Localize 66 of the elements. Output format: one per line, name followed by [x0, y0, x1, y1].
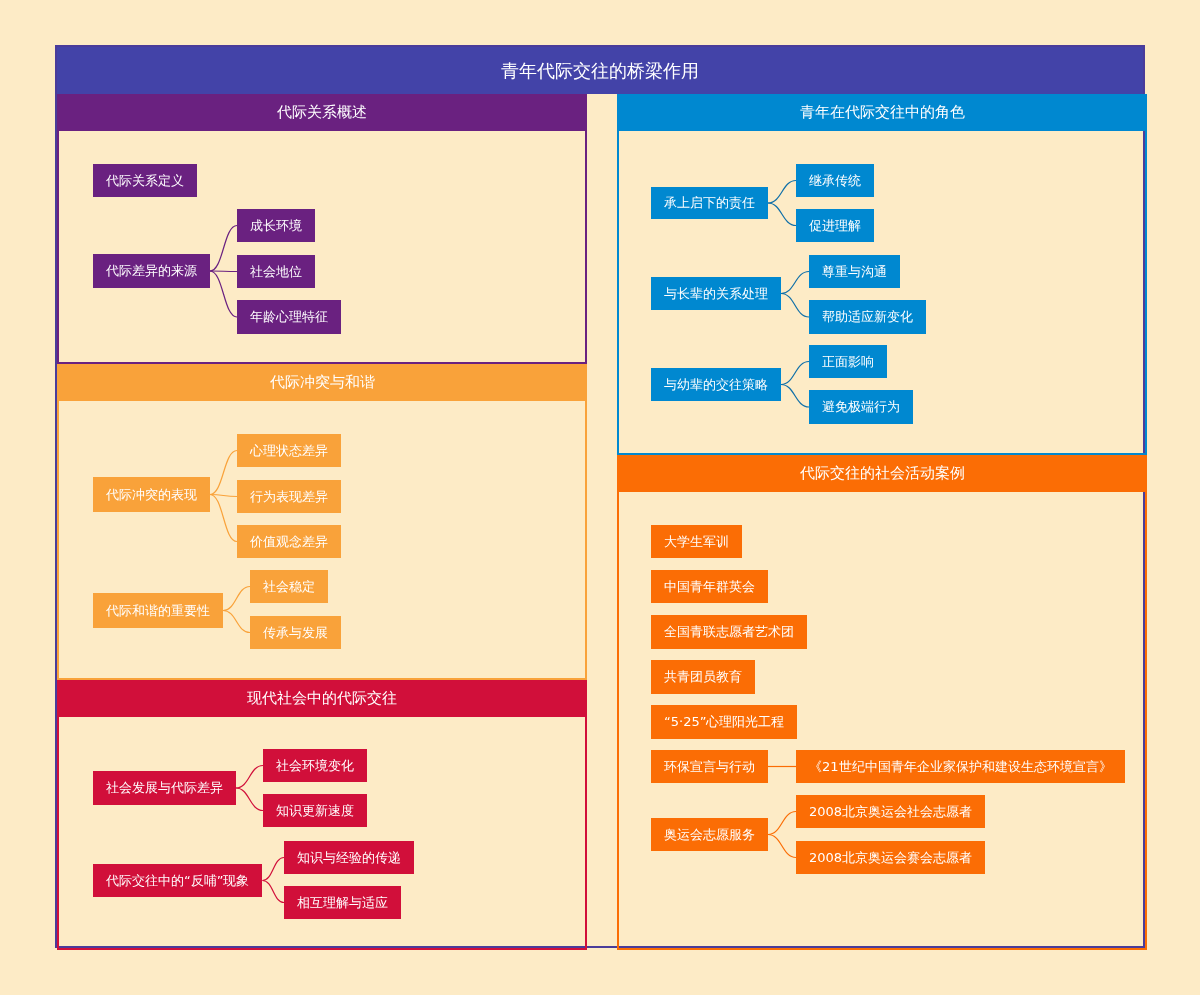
connector-line [209, 449, 238, 496]
topic-box: 社会稳定 [250, 570, 328, 603]
connector-line [235, 764, 264, 789]
topic-box: 代际差异的来源 [93, 254, 210, 288]
connector-line [222, 585, 251, 612]
topic-box: 2008北京奥运会社会志愿者 [796, 795, 986, 828]
connector-line [222, 609, 251, 634]
title-bar: 青年代际交往的桥梁作用 [57, 47, 1143, 94]
diagram-frame [55, 45, 1145, 948]
connector-line [767, 179, 797, 204]
topic-box: 社会环境变化 [263, 749, 367, 782]
connector-line [261, 879, 285, 904]
connector-line [780, 270, 810, 295]
topic-box: “5·25”心理阳光工程 [651, 705, 798, 739]
topic-box: 传承与发展 [250, 616, 341, 649]
topic-box: 年龄心理特征 [237, 300, 341, 334]
section-panel [57, 94, 587, 364]
topic-box: 价值观念差异 [237, 525, 341, 558]
section-panel [617, 94, 1147, 455]
section-header: 代际冲突与和谐 [57, 364, 587, 401]
connector-line [767, 202, 797, 227]
topic-box: 代际关系定义 [93, 164, 197, 197]
topic-box: 帮助适应新变化 [809, 300, 926, 334]
topic-box: 共青团员教育 [651, 660, 755, 694]
topic-box: 尊重与沟通 [809, 255, 900, 288]
topic-box: 中国青年群英会 [651, 570, 768, 603]
section-header: 现代社会中的代际交往 [57, 680, 587, 717]
connector-line [235, 787, 264, 812]
section-header: 青年在代际交往中的角色 [617, 94, 1147, 131]
topic-box: 代际和谐的重要性 [93, 593, 223, 628]
topic-box: 行为表现差异 [237, 480, 341, 513]
topic-box: 奥运会志愿服务 [651, 818, 768, 851]
connector-line [261, 856, 285, 882]
section-header: 代际关系概述 [57, 94, 587, 131]
topic-box: 成长环境 [237, 209, 315, 242]
topic-box: 正面影响 [809, 345, 887, 378]
connector-line [780, 292, 810, 318]
topic-box: 继承传统 [796, 164, 874, 197]
topic-box: 全国青联志愿者艺术团 [651, 615, 807, 649]
topic-box: 环保宣言与行动 [651, 750, 768, 783]
topic-box: 代际交往中的“反哺”现象 [93, 864, 263, 897]
connector-line [780, 383, 810, 408]
connector-line [767, 765, 797, 768]
topic-box: 知识更新速度 [263, 794, 367, 827]
topic-box: 2008北京奥运会赛会志愿者 [796, 841, 986, 874]
topic-box: 知识与经验的传递 [284, 841, 414, 874]
topic-box: 与长辈的关系处理 [651, 277, 781, 310]
topic-box: 促进理解 [796, 209, 874, 242]
section-panel [57, 680, 587, 950]
topic-box: 《21世纪中国青年企业家保护和建设生态环境宣言》 [796, 750, 1125, 783]
topic-box: 与幼辈的交往策略 [651, 368, 781, 401]
connector-line [767, 833, 797, 859]
connector-line [209, 270, 238, 273]
topic-box: 大学生军训 [651, 525, 742, 558]
section-panel [617, 455, 1147, 950]
connector-line [209, 493, 238, 543]
section-panel [57, 364, 587, 680]
topic-box: 社会发展与代际差异 [93, 771, 236, 805]
connector-line [209, 270, 238, 318]
topic-box: 避免极端行为 [809, 390, 913, 424]
topic-box: 承上启下的责任 [651, 187, 768, 219]
topic-box: 社会地位 [237, 255, 315, 288]
topic-box: 相互理解与适应 [284, 886, 401, 919]
topic-box: 代际冲突的表现 [93, 477, 210, 512]
topic-box: 心理状态差异 [237, 434, 341, 467]
section-header: 代际交往的社会活动案例 [617, 455, 1147, 492]
